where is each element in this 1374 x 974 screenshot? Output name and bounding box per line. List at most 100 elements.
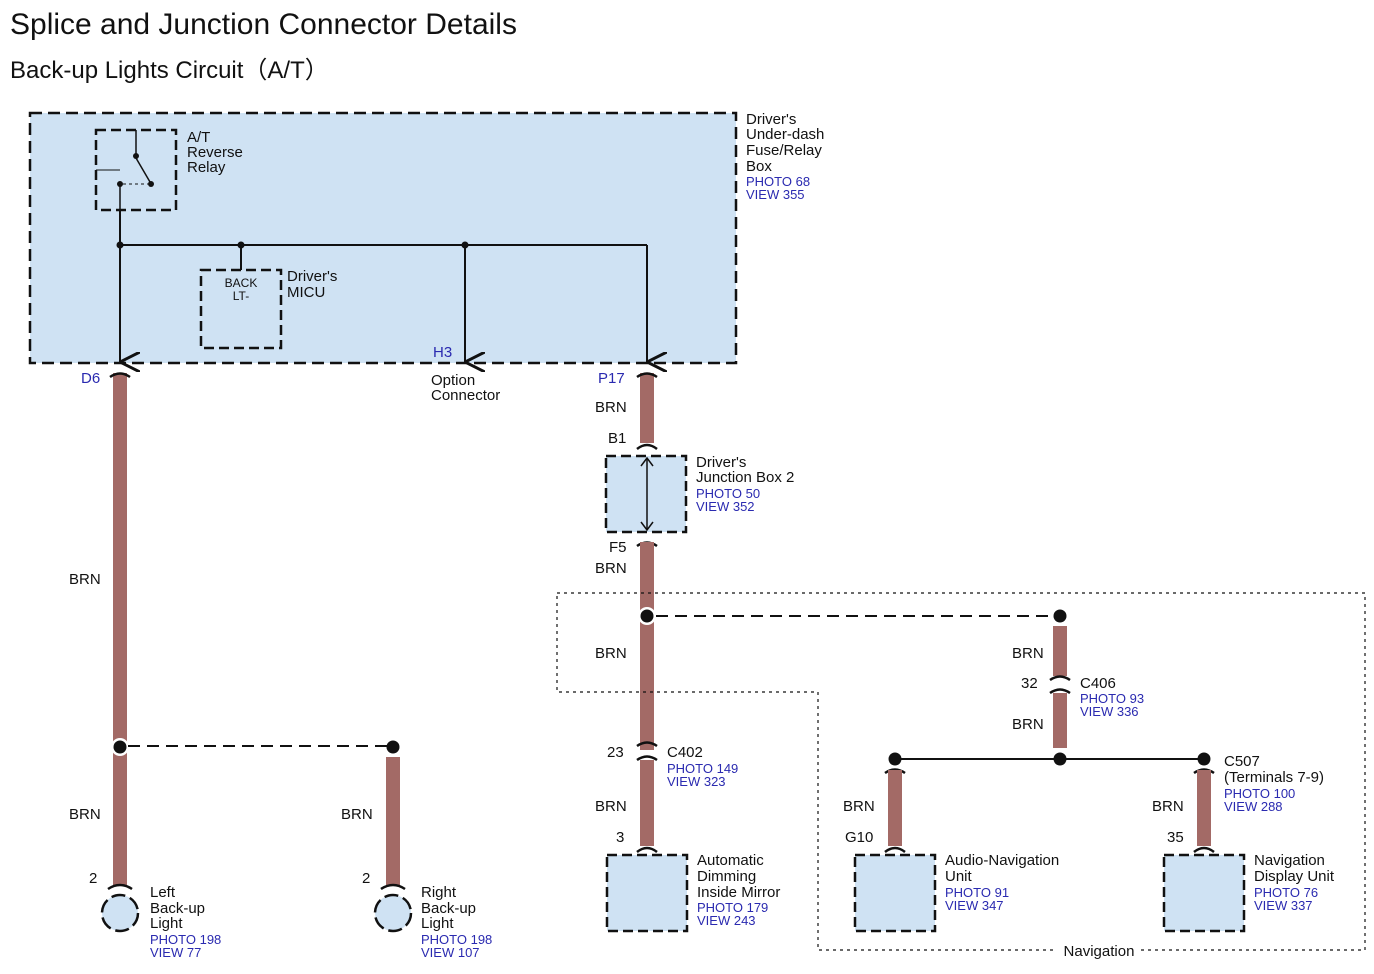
wire-label-p17: BRN xyxy=(595,399,627,416)
c507-name-1: C507 xyxy=(1224,753,1260,770)
wire-label-middle: BRN xyxy=(595,645,627,662)
junction-box-view: VIEW 352 xyxy=(696,499,755,514)
wire-label-c406-bottom: BRN xyxy=(1012,716,1044,733)
navigation-region xyxy=(556,592,1366,951)
page-subtitle: Back-up Lights Circuit（A/T） xyxy=(10,57,329,84)
relay-label-2: Reverse xyxy=(187,144,243,161)
wire-c406-top xyxy=(1053,626,1067,676)
wire-label-left-1: BRN xyxy=(69,571,101,588)
relay-label-3: Relay xyxy=(187,159,226,176)
wire-label-right: BRN xyxy=(341,806,373,823)
relay-label-1: A/T xyxy=(187,129,210,146)
pin-p17: P17 xyxy=(598,370,625,387)
mirror-name-3: Inside Mirror xyxy=(697,884,780,901)
mirror-name-2: Dimming xyxy=(697,868,756,885)
option-connector-2: Connector xyxy=(431,387,500,404)
nav-display-view: VIEW 337 xyxy=(1254,898,1313,913)
nav-display-name-2: Display Unit xyxy=(1254,868,1335,885)
right-light-name-1: Right xyxy=(421,884,457,901)
wire-label-left-2: BRN xyxy=(69,806,101,823)
navigation-label: Navigation xyxy=(1064,943,1135,960)
page-title: Splice and Junction Connector Details xyxy=(10,8,517,41)
pin-3: 3 xyxy=(616,829,624,846)
wire-label-nav-display: BRN xyxy=(1152,798,1184,815)
pin-d6: D6 xyxy=(81,370,100,387)
audio-nav-name-1: Audio-Navigation xyxy=(945,852,1059,869)
micu-box xyxy=(199,268,283,350)
audio-nav-view: VIEW 347 xyxy=(945,898,1004,913)
splice-left xyxy=(113,740,127,754)
c402-photo: PHOTO 149 xyxy=(667,761,738,776)
c507-view: VIEW 288 xyxy=(1224,799,1283,814)
mirror-view: VIEW 243 xyxy=(697,913,756,928)
right-light-view: VIEW 107 xyxy=(421,945,480,960)
wire-right-main xyxy=(386,757,400,886)
micu-label-2: MICU xyxy=(287,284,325,301)
audio-nav-box xyxy=(853,853,937,933)
junction-box-2 xyxy=(604,454,688,534)
c402-view: VIEW 323 xyxy=(667,774,726,789)
reverse-relay xyxy=(94,128,178,212)
junction-box-name-1: Driver's xyxy=(696,454,746,471)
wire-label-f5: BRN xyxy=(595,560,627,577)
audio-nav-photo: PHOTO 91 xyxy=(945,885,1009,900)
mirror-box xyxy=(605,853,689,933)
wire-f5-c402 xyxy=(640,542,654,750)
c507-name-2: (Terminals 7-9) xyxy=(1224,769,1324,786)
left-light-photo: PHOTO 198 xyxy=(150,932,221,947)
fuse-box-name-4: Box xyxy=(746,158,772,175)
pin-g10: G10 xyxy=(845,829,873,846)
right-light-name-2: Back-up xyxy=(421,900,476,917)
c406-photo: PHOTO 93 xyxy=(1080,691,1144,706)
right-light-name-3: Light xyxy=(421,915,454,932)
junction-box-name-2: Junction Box 2 xyxy=(696,469,794,486)
wire-label-audio-nav: BRN xyxy=(843,798,875,815)
c406-name: C406 xyxy=(1080,675,1116,692)
pin-32: 32 xyxy=(1021,675,1038,692)
left-backup-light-icon xyxy=(100,893,140,933)
audio-nav-name-2: Unit xyxy=(945,868,973,885)
nav-display-photo: PHOTO 76 xyxy=(1254,885,1318,900)
right-light-photo: PHOTO 198 xyxy=(421,932,492,947)
wire-c402-mirror xyxy=(640,760,654,846)
fuse-relay-box xyxy=(28,111,738,365)
wire-left-main xyxy=(113,373,127,886)
c406-view: VIEW 336 xyxy=(1080,704,1139,719)
right-backup-light-icon xyxy=(373,893,413,933)
nav-display-name-1: Navigation xyxy=(1254,852,1325,869)
c402-name: C402 xyxy=(667,744,703,761)
wire-audio-nav xyxy=(888,770,902,846)
fuse-box-name-3: Fuse/Relay xyxy=(746,142,822,159)
wire-nav-display xyxy=(1197,770,1211,846)
fuse-box-name-2: Under-dash xyxy=(746,126,824,143)
wire-label-c406-top: BRN xyxy=(1012,645,1044,662)
pin-35: 35 xyxy=(1167,829,1184,846)
c507-photo: PHOTO 100 xyxy=(1224,786,1295,801)
pin-23: 23 xyxy=(607,744,624,761)
mirror-photo: PHOTO 179 xyxy=(697,900,768,915)
wire-p17-b1 xyxy=(640,373,654,443)
left-light-name-3: Light xyxy=(150,915,183,932)
pin-h3: H3 xyxy=(433,344,452,361)
wire-c406-bottom xyxy=(1053,693,1067,748)
micu-label-1: Driver's xyxy=(287,268,337,285)
pin-right-2: 2 xyxy=(362,870,370,887)
fuse-box-name-1: Driver's xyxy=(746,111,796,128)
wire-label-c402: BRN xyxy=(595,798,627,815)
option-connector-1: Option xyxy=(431,372,475,389)
left-light-view: VIEW 77 xyxy=(150,945,201,960)
splice-middle xyxy=(640,609,654,623)
micu-pin-2: LT- xyxy=(233,289,249,303)
fuse-box-photo: PHOTO 68 xyxy=(746,174,810,189)
micu-pin-1: BACK xyxy=(225,276,258,290)
fuse-box-view: VIEW 355 xyxy=(746,187,805,202)
left-light-name-1: Left xyxy=(150,884,176,901)
junction-box-photo: PHOTO 50 xyxy=(696,486,760,501)
nav-display-box xyxy=(1162,853,1246,933)
pin-left-2: 2 xyxy=(89,870,97,887)
pin-b1: B1 xyxy=(608,430,626,447)
left-light-name-2: Back-up xyxy=(150,900,205,917)
pin-f5: F5 xyxy=(609,539,627,556)
mirror-name-1: Automatic xyxy=(697,852,764,869)
